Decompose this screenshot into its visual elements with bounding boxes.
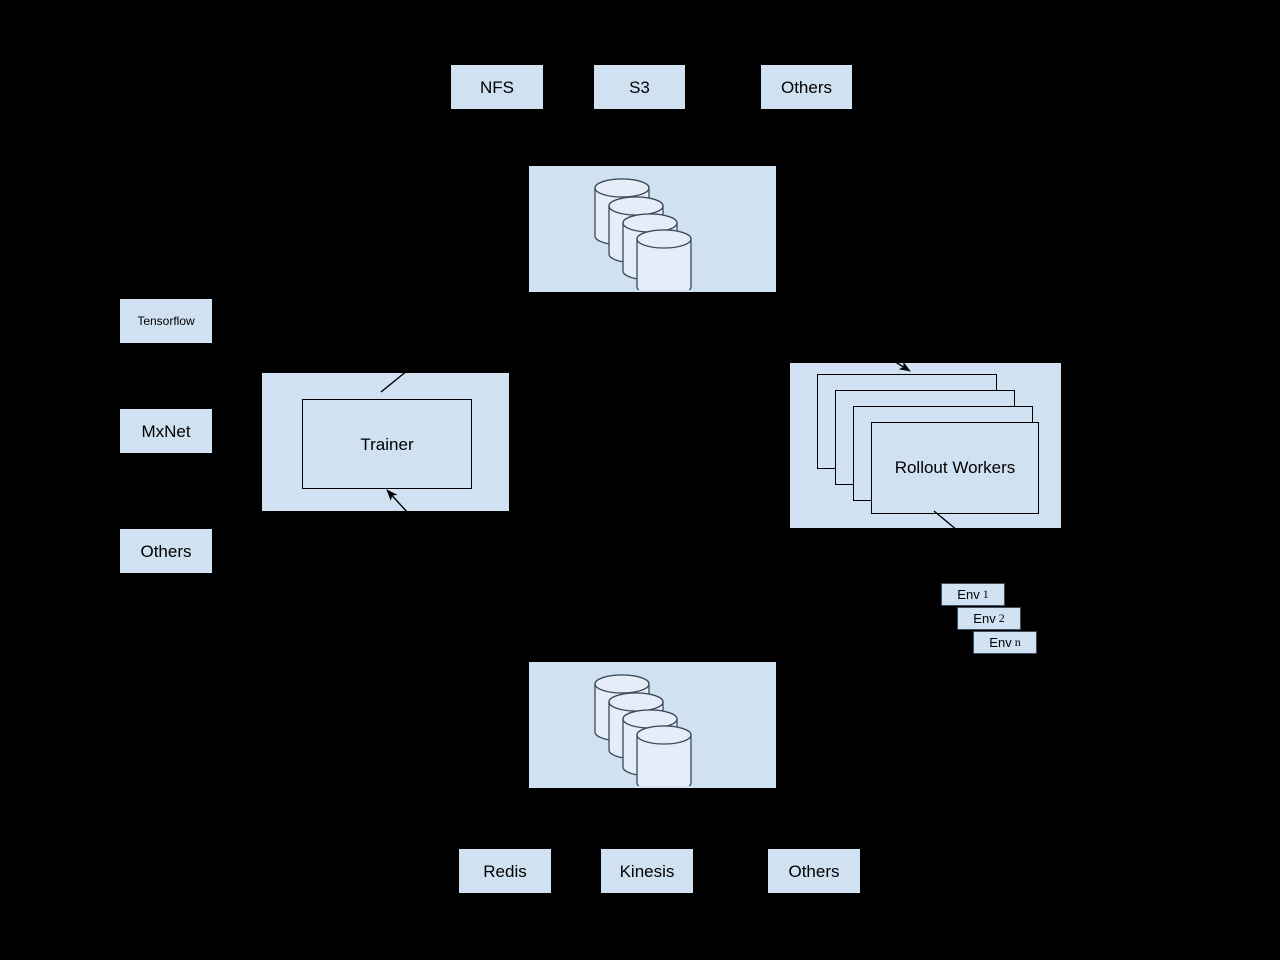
database-cylinder-stack-bottom xyxy=(589,666,709,793)
node-rollout-workers[interactable]: Rollout Workers xyxy=(871,422,1039,514)
node-others-top[interactable]: Others xyxy=(761,65,852,109)
env-index-n: n xyxy=(1014,635,1021,649)
node-trainer[interactable]: Trainer xyxy=(302,399,472,489)
node-tensorflow[interactable]: Tensorflow xyxy=(120,299,212,343)
node-others-bottom[interactable]: Others xyxy=(768,849,860,893)
database-icon xyxy=(594,178,692,297)
node-nfs[interactable]: NFS xyxy=(451,65,543,109)
env-index-2: 2 xyxy=(998,611,1005,625)
env-label-n: Env xyxy=(989,635,1012,650)
database-cylinder-stack-top xyxy=(589,170,709,297)
database-icon xyxy=(594,674,692,793)
env-label-2: Env xyxy=(973,611,996,626)
node-redis[interactable]: Redis xyxy=(459,849,551,893)
node-others-left[interactable]: Others xyxy=(120,529,212,573)
node-s3[interactable]: S3 xyxy=(594,65,685,109)
node-kinesis[interactable]: Kinesis xyxy=(601,849,693,893)
env-label-1: Env xyxy=(957,587,980,602)
node-mxnet[interactable]: MxNet xyxy=(120,409,212,453)
env-index-1: 1 xyxy=(982,587,989,601)
